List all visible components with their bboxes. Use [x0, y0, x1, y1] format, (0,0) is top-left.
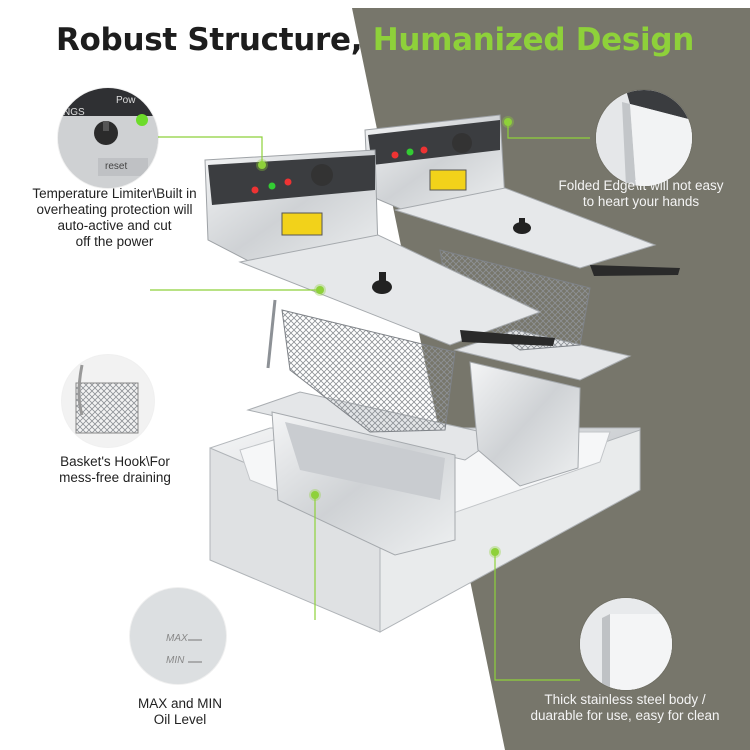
knob-icon [311, 164, 333, 186]
callout-line: Folded Edge\It will not easy [558, 178, 724, 193]
callout-steel-body: Thick stainless steel body / duarable fo… [505, 692, 745, 724]
callout-oil-level: MAX and MIN Oil Level [110, 696, 250, 728]
callout-line: overheating protection will [36, 202, 193, 217]
callout-line: Oil Level [153, 712, 207, 727]
dot-folded-edge [504, 118, 512, 126]
zoom-basket-hook [62, 355, 154, 447]
callout-temp-limiter: Temperature Limiter\Built in overheating… [12, 186, 217, 250]
callout-line: duarable for use, easy for clean [530, 708, 720, 723]
zoom-temp-limiter: NGS Pow reset [58, 88, 158, 188]
zoom-power-text: Pow [116, 95, 136, 106]
callout-basket-hook: Basket's Hook\For mess-free draining [40, 454, 190, 486]
basket-handle-icon [590, 265, 680, 276]
zoom-oil-level: MAX MIN [130, 588, 226, 684]
callout-line: off the power [75, 234, 154, 249]
callout-line: Thick stainless steel body / [544, 692, 706, 707]
callout-line: Basket's Hook\For [60, 454, 170, 469]
zoom-steel-body [580, 598, 672, 690]
dot-basket-hook [316, 286, 324, 294]
title-part-1: Robust Structure, [55, 22, 373, 58]
dot-temp-limiter [258, 161, 266, 169]
callout-lines [150, 122, 590, 681]
right-fryer-head [364, 114, 680, 276]
callout-line: MAX and MIN [137, 696, 223, 711]
zoom-reset-text: reset [105, 161, 128, 172]
zoom-min-text: MIN [166, 655, 185, 666]
callout-folded-edge: Folded Edge\It will not easy to heart yo… [538, 178, 744, 210]
page-title: Robust Structure, Humanized Design [0, 22, 750, 58]
zoom-folded-edge [596, 90, 692, 186]
callout-line: Temperature Limiter\Built in [32, 186, 197, 201]
zoom-brand-text: NGS [63, 107, 85, 118]
zoom-max-text: MAX [166, 633, 188, 644]
dot-steel-body [491, 548, 499, 556]
left-fryer-head [204, 149, 555, 346]
callout-line: auto-active and cut [57, 218, 172, 233]
title-part-2: Humanized Design [372, 22, 695, 58]
callout-line: to heart your hands [582, 194, 700, 209]
dot-oil-level [311, 491, 319, 499]
callout-line: mess-free draining [59, 470, 171, 485]
left-basket [266, 299, 456, 433]
